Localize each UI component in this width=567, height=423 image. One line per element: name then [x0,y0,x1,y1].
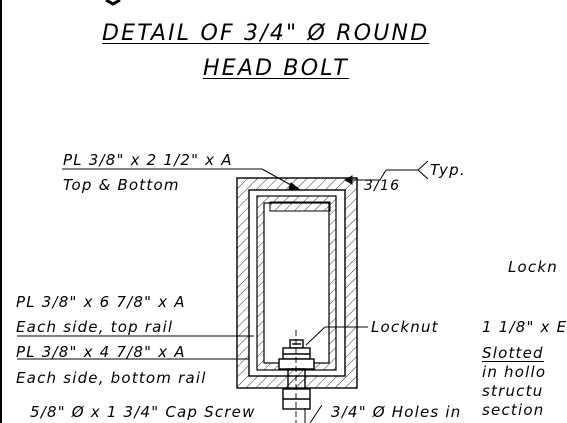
top-partial-glyph [105,0,121,6]
title-line-2: HEAD BOLT [203,56,349,81]
label-right-slotted: Slotted [482,344,544,362]
title-line-1: DETAIL OF 3/4" Ø ROUND [102,21,430,46]
leader-lines [17,160,429,423]
top-plate [269,201,331,212]
section-drawing [0,0,429,423]
label-plate-side-top: PL 3/8" x 6 7/8" x A [16,293,186,311]
label-locknut: Locknut [371,318,439,336]
label-right-size: 1 1/8" x E [482,318,567,336]
label-right-locknut: Lockn [508,258,558,276]
label-weld-typ: Typ. [430,161,466,179]
label-plate-side-bottom: PL 3/8" x 4 7/8" x A [16,343,186,361]
bolt-assembly [278,330,315,423]
label-plate-top: PL 3/8" x 2 1/2" x A [63,151,233,169]
label-cap-screw: 5/8" Ø x 1 3/4" Cap Screw [30,403,256,421]
label-plate-side-top-sub: Each side, top rail [16,318,174,336]
label-holes: 3/4" Ø Holes in [331,403,462,421]
label-right-hollow: in hollo [482,363,547,381]
label-plate-top-sub: Top & Bottom [63,176,180,194]
label-right-struct: structu [482,382,544,400]
label-right-section: section [482,401,545,419]
label-plate-side-bottom-sub: Each side, bottom rail [16,369,207,387]
label-weld-size: 3/16 [364,178,401,194]
